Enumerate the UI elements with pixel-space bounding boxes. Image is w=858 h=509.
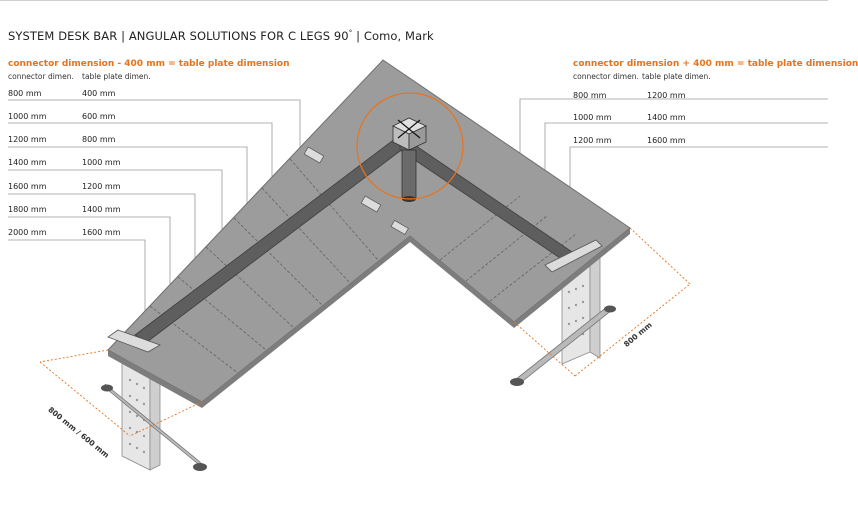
left-row-5-connector: 1800 mm xyxy=(8,205,47,214)
left-row-2-connector: 1200 mm xyxy=(8,135,47,144)
left-row-4-connector: 1600 mm xyxy=(8,182,47,191)
right-row-0-connector: 800 mm xyxy=(573,91,607,100)
left-col1-header: connector dimen. xyxy=(8,72,74,81)
page-title: SYSTEM DESK BAR | ANGULAR SOLUTIONS FOR … xyxy=(8,29,434,43)
left-row-1-plate: 600 mm xyxy=(82,112,116,121)
right-row-1-plate: 1400 mm xyxy=(647,113,686,122)
left-row-2-plate: 800 mm xyxy=(82,135,116,144)
depth-dimension-lines xyxy=(39,227,691,437)
detail-circle xyxy=(356,92,464,200)
left-row-0-plate: 400 mm xyxy=(82,89,116,98)
left-table-heading: connector dimension - 400 mm = table pla… xyxy=(8,59,290,69)
connector-frame xyxy=(107,134,603,353)
left-row-5-plate: 1400 mm xyxy=(82,205,121,214)
right-row-1-connector: 1000 mm xyxy=(573,113,612,122)
top-rule xyxy=(0,0,828,1)
left-col2-header: table plate dimen. xyxy=(82,72,151,81)
left-row-3-connector: 1400 mm xyxy=(8,158,47,167)
left-row-4-plate: 1200 mm xyxy=(82,182,121,191)
left-row-3-plate: 1000 mm xyxy=(82,158,121,167)
right-col1-header: connector dimen. xyxy=(573,72,639,81)
left-row-6-connector: 2000 mm xyxy=(8,228,47,237)
left-row-1-connector: 1000 mm xyxy=(8,112,47,121)
right-table-heading: connector dimension + 400 mm = table pla… xyxy=(573,59,858,69)
right-col2-header: table plate dimen. xyxy=(642,72,711,81)
left-row-6-plate: 1600 mm xyxy=(82,228,121,237)
right-row-2-plate: 1600 mm xyxy=(647,136,686,145)
right-row-2-connector: 1200 mm xyxy=(573,136,612,145)
right-row-0-plate: 1200 mm xyxy=(647,91,686,100)
left-row-0-connector: 800 mm xyxy=(8,89,42,98)
table-top xyxy=(107,59,631,408)
